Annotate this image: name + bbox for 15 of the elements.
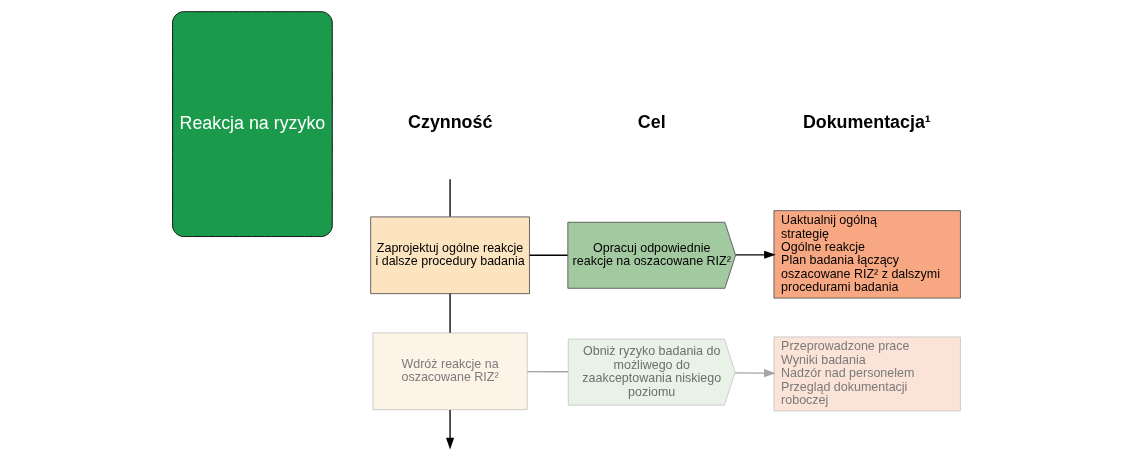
label: Dokumentacja¹: [802, 111, 931, 132]
arrow: [735, 250, 776, 259]
connector: [529, 254, 569, 256]
label: Cel: [637, 111, 666, 132]
node-box: Uaktualnij ogólną strategię Ogólne reakcje Plan badania łączący oszacowane RIZ² z dalszymi procedurami badania: [773, 210, 961, 299]
label: Czynność: [408, 111, 493, 132]
node-box: Reakcja na ryzyko: [172, 11, 333, 237]
connector: [526, 370, 569, 373]
node-box: Zaprojektuj ogólne reakcje i dalsze procedury badania: [370, 216, 530, 295]
node-box: Wdróż reakcje na oszacowane RIZ²: [372, 332, 528, 411]
node-box: Przeprowadzone prace Wyniki badania Nadzór nad personelem Przegląd dokumentacji roboczej: [773, 336, 961, 412]
arrow: [734, 369, 776, 378]
arrow: [446, 409, 455, 450]
connector: [449, 293, 451, 334]
connector: [449, 178, 451, 218]
